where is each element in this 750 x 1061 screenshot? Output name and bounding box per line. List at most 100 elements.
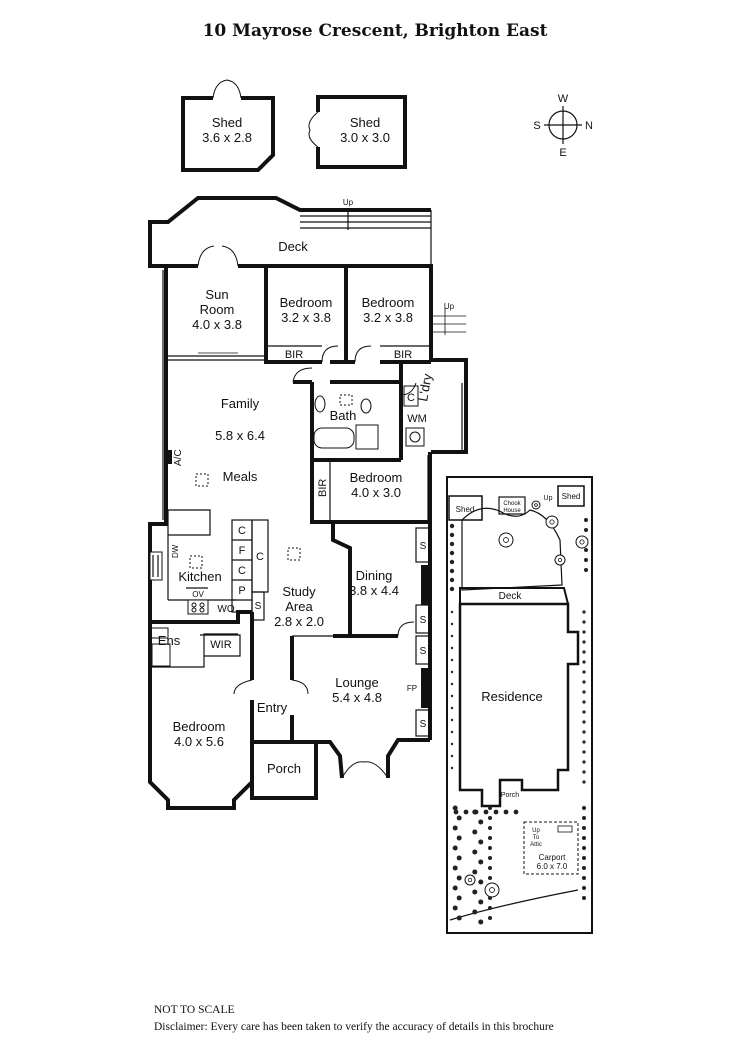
dining-size: 3.8 x 4.4: [349, 583, 399, 598]
shrub-icon: [478, 839, 484, 845]
shrub-icon: [488, 856, 492, 860]
skylight-kitchen: [189, 555, 203, 569]
shrub-icon: [582, 640, 586, 644]
shrub-icon: [582, 730, 586, 734]
shrub-icon: [582, 770, 586, 774]
shrub-icon: [450, 646, 454, 650]
shed-1-name: Shed: [212, 115, 242, 130]
shrub-icon: [450, 742, 454, 746]
compass-east: E: [559, 147, 566, 159]
site-residence: Residence: [481, 689, 542, 704]
shrub-icon: [582, 896, 586, 900]
shrub-icon: [582, 760, 586, 764]
shrub-icon: [450, 610, 454, 614]
shrub-icon: [449, 550, 455, 556]
tree-center-icon: [489, 887, 495, 893]
compass-west: W: [558, 93, 569, 105]
shrub-icon: [452, 885, 458, 891]
shrub-icon: [582, 876, 586, 880]
shrub-icon: [450, 694, 454, 698]
tree-icon: [464, 874, 476, 886]
shrub-icon: [584, 518, 588, 522]
shrub-icon: [488, 916, 492, 920]
shrub-icon: [493, 809, 499, 815]
shrub-icon: [584, 558, 588, 562]
bedroom3-size: 3.2 x 3.8: [363, 310, 413, 325]
shrub-icon: [456, 855, 462, 861]
shrub-icon: [473, 809, 479, 815]
shrub-icon: [488, 876, 492, 880]
shrub-icon: [582, 690, 586, 694]
shrub-icon: [453, 809, 459, 815]
sunroom-line1: Sun: [205, 287, 228, 302]
kitchen-cupboard-2: C: [238, 565, 246, 577]
shrub-icon: [488, 846, 492, 850]
tree-center-icon: [467, 877, 473, 883]
shed-1: Shed 3.6 x 2.8: [181, 79, 275, 172]
shrub-icon: [582, 740, 586, 744]
shrub-icon: [478, 919, 484, 925]
shrub-icon: [450, 766, 454, 770]
study-line2: Area: [285, 599, 313, 614]
shrub-icon: [582, 660, 586, 664]
shrub-icon: [449, 568, 455, 574]
family-size: 5.8 x 6.4: [215, 428, 265, 443]
kitchen-label: Kitchen: [178, 569, 221, 584]
bir-bedroom4: BIR: [317, 479, 329, 497]
wir-label: WIR: [210, 639, 231, 651]
study-storage: S: [255, 601, 262, 612]
tree-icon: [554, 554, 566, 566]
carport-size: 6.0 x 7.0: [537, 862, 568, 871]
shrub-icon: [449, 559, 455, 565]
bedroom4-name: Bedroom: [350, 470, 403, 485]
tree-icon: [531, 500, 541, 510]
tree-icon: [484, 882, 500, 898]
shrub-icon: [456, 815, 462, 821]
disclaimer: Disclaimer: Every care has been taken to…: [154, 1021, 554, 1033]
site-plan: Shed Chook House Up Shed Deck Residence …: [446, 476, 593, 934]
sunroom-line2: Room: [200, 302, 235, 317]
shrub-icon: [478, 899, 484, 905]
site-up: Up: [544, 495, 553, 502]
bedroom2-size: 3.2 x 3.8: [281, 310, 331, 325]
not-to-scale: NOT TO SCALE: [154, 1004, 235, 1016]
shrub-icon: [582, 836, 586, 840]
shrub-icon: [582, 700, 586, 704]
carport-label: Carport: [539, 853, 566, 862]
meals-label: Meals: [223, 469, 258, 484]
family-name: Family: [221, 396, 260, 411]
laundry-label: L'dry: [415, 372, 435, 402]
deck-label: Deck: [278, 239, 308, 254]
room-labels: Sun Room 4.0 x 3.8 Bedroom 3.2 x 3.8 Bed…: [158, 287, 435, 776]
bedroom1-size: 4.0 x 5.6: [174, 734, 224, 749]
shrub-icon: [582, 846, 586, 850]
attic-line1: Up: [532, 828, 540, 834]
dining-storage-2: S: [420, 615, 427, 626]
study-size: 2.8 x 2.0: [274, 614, 324, 629]
shrub-icon: [450, 754, 454, 758]
shrub-icon: [584, 568, 588, 572]
skylight-meals: [195, 473, 209, 487]
ensuite-label: Ens: [158, 633, 181, 648]
shrub-icon: [449, 532, 455, 538]
shrub-icon: [483, 809, 489, 815]
lounge-storage-1: S: [420, 646, 427, 657]
shrub-icon: [582, 680, 586, 684]
shrub-icon: [449, 577, 455, 583]
shrub-icon: [582, 826, 586, 830]
compass-north: N: [585, 120, 593, 132]
shrub-icon: [456, 835, 462, 841]
shrub-icon: [452, 845, 458, 851]
shrub-icon: [456, 875, 462, 881]
tree-center-icon: [534, 503, 538, 507]
shrub-icon: [472, 829, 478, 835]
side-stair-up: Up: [444, 302, 455, 311]
shrub-icon: [582, 650, 586, 654]
dishwasher-label: DW: [171, 544, 180, 558]
shrub-icon: [582, 816, 586, 820]
shrub-icon: [463, 809, 469, 815]
shrub-icon: [582, 750, 586, 754]
fridge-label: F: [239, 545, 246, 557]
wall-oven-label: WO: [217, 604, 234, 615]
shrub-icon: [450, 706, 454, 710]
